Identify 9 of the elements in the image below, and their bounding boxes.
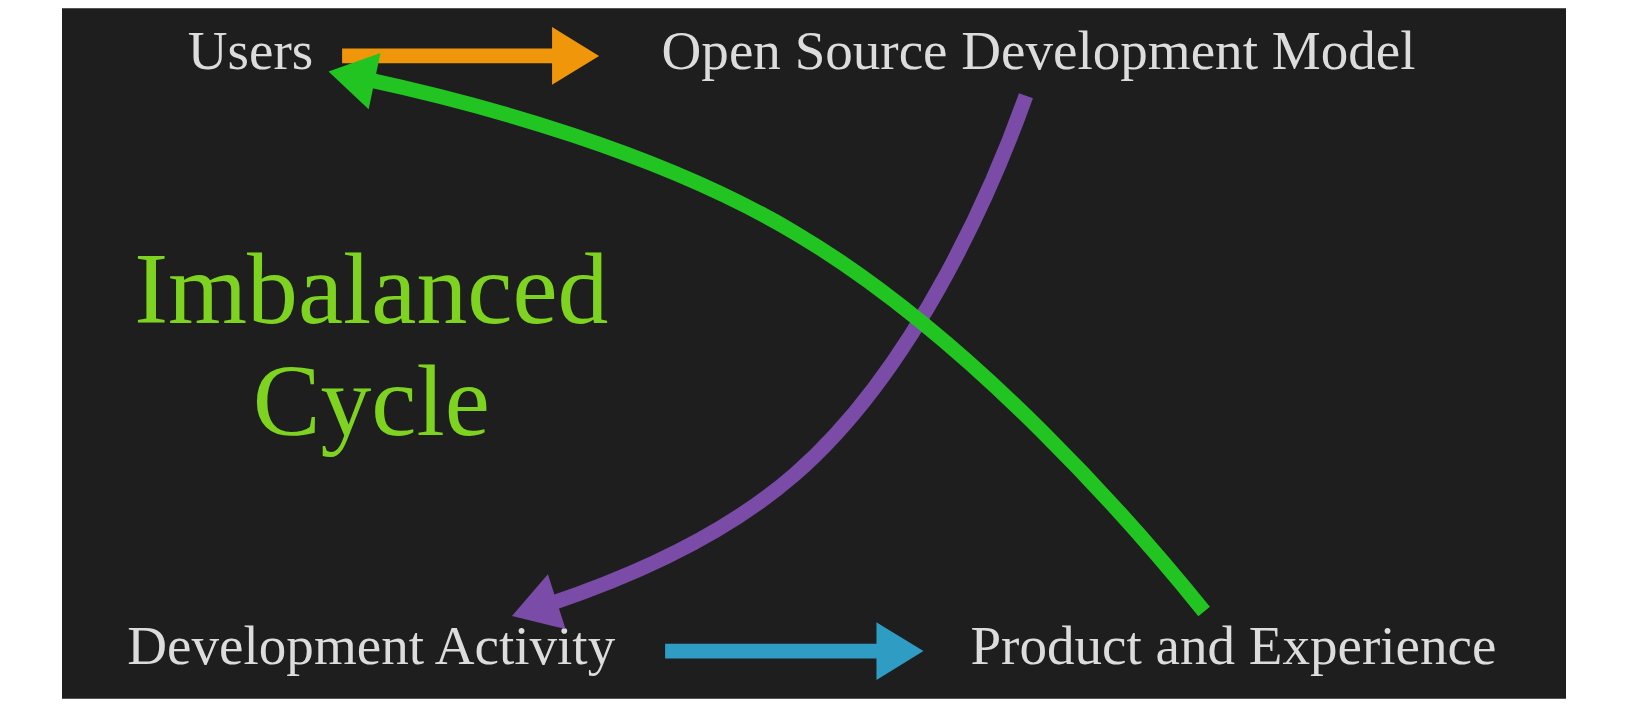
node-text: Development Activity	[126, 615, 615, 677]
arrow	[341, 27, 599, 85]
arrow	[511, 93, 1033, 630]
node-text: Product and Experience	[969, 615, 1496, 677]
node-text: Users	[187, 20, 313, 82]
arrow	[328, 52, 1210, 617]
arrow	[664, 622, 923, 680]
node-text: Open Source Development Model	[661, 20, 1415, 82]
label: Imbalanced Cycle	[133, 231, 608, 457]
